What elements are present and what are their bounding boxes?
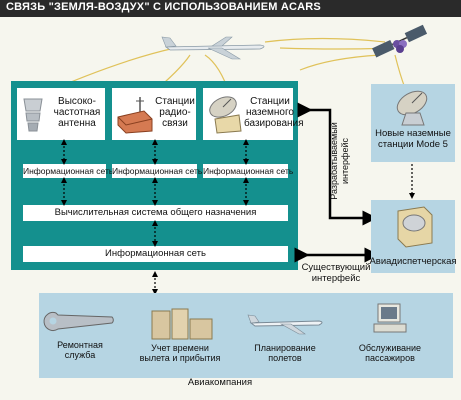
diagram-title: СВЯЗЬ "ЗЕМЛЯ-ВОЗДУХ" С ИСПОЛЬЗОВАНИЕМ AC… [6, 1, 321, 13]
network-box-2: Информационная сеть [112, 164, 203, 178]
hf-antenna-icon [23, 98, 43, 132]
title-bar: СВЯЗЬ "ЗЕМЛЯ-ВОЗДУХ" С ИСПОЛЬЗОВАНИЕМ AC… [0, 0, 461, 17]
mode5-dish-icon [396, 90, 428, 126]
mode5-label: Новые наземные станции Mode 5 [375, 128, 451, 150]
satellite-icon [372, 24, 428, 58]
network-box-1: Информационная сеть [23, 164, 114, 178]
passenger-service-label: Обслуживание пассажиров [358, 343, 422, 363]
bottom-network-bar: Информационная сеть [23, 246, 288, 262]
airplane-icon [247, 314, 323, 335]
ground-station-dish-icon [209, 96, 242, 134]
flight-planning-label: Планирование полетов [254, 343, 316, 363]
hf-antenna-label: Высоко- частотная антенна [53, 96, 101, 129]
compute-system-bar: Вычислительная система общего назначения [23, 205, 288, 221]
radio-wave-4 [264, 37, 386, 43]
airline-name: Авиакомпания [187, 377, 253, 388]
sky-airplane-icon [161, 36, 265, 60]
existing-interface-label: Существующий интерфейс [301, 262, 371, 284]
schedule-label: Учет времени вылета и прибытия [139, 343, 221, 363]
radio-station-label: Станции радио- связи [155, 96, 195, 129]
ground-station-label: Станции наземного базирования [244, 96, 304, 129]
radio-station-icon [117, 97, 153, 134]
wrench-icon [43, 312, 114, 331]
repair-label: Ремонтная служба [57, 340, 103, 360]
dispatch-label: Авиадиспетчерская [369, 256, 457, 267]
dispatch-dish-icon [397, 206, 433, 248]
network-box-3: Информационная сеть [203, 164, 294, 178]
developed-interface-label: Разрабатываемый интерфейс [329, 122, 350, 200]
radio-wave-7 [299, 54, 381, 71]
computer-icon [373, 303, 407, 333]
boxes-icon [151, 308, 213, 340]
